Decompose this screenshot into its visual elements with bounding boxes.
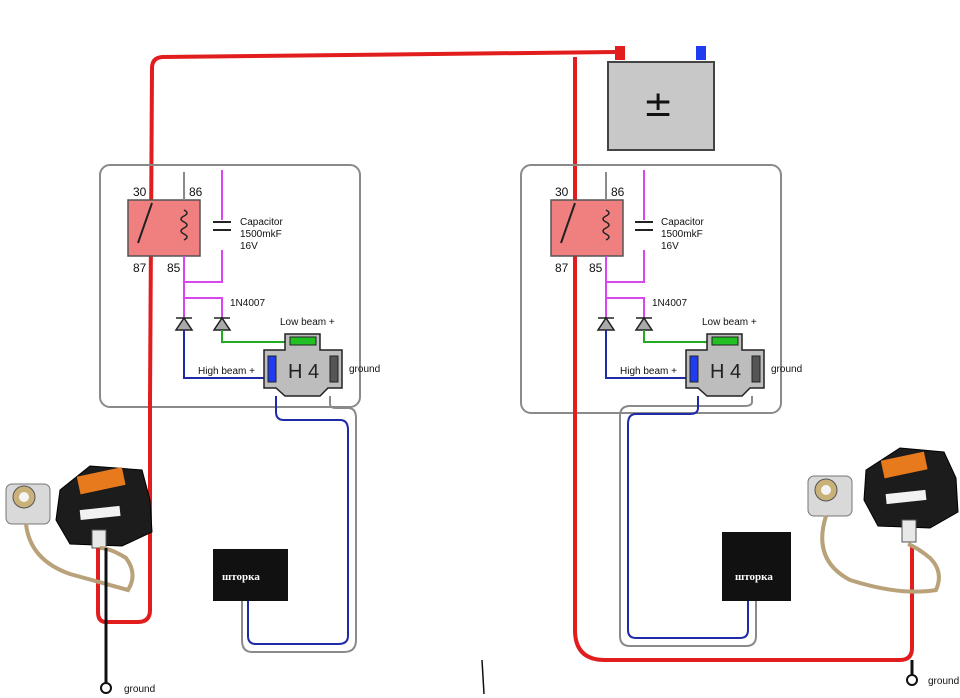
shutter-wire-blue — [627, 396, 749, 639]
ground-pin — [329, 355, 339, 383]
h4-label: H 4 — [288, 361, 319, 383]
shutter-wire-gray — [241, 396, 357, 653]
ground-terminal — [906, 674, 918, 686]
capacitor-name: Capacitor — [240, 217, 283, 228]
battery-positive-terminal — [615, 46, 625, 60]
connector-ground-label: ground — [771, 364, 802, 375]
relay-pin-30: 30 — [555, 185, 569, 199]
circuit-left: 30 86 87 85 Capacitor 1500mkF 16V 1N4007 — [5, 164, 380, 695]
capacitor: Capacitor 1500mkF 16V — [635, 217, 704, 252]
circuit-right: 30 86 87 85 Capacitor 1500mkF 16V 1N4007… — [520, 164, 959, 687]
h4-label: H 4 — [710, 361, 741, 383]
relay-switch — [560, 202, 576, 244]
h4-connector: H 4 — [263, 333, 343, 397]
capacitor-voltage: 16V — [661, 241, 679, 252]
diode-pair: 1N4007 — [174, 298, 265, 331]
coil-wire — [605, 170, 645, 318]
igniter-cable — [820, 515, 941, 594]
diode-part: 1N4007 — [230, 298, 265, 309]
shutter-wire-gray — [619, 396, 757, 647]
shutter-label: шторка — [735, 571, 773, 583]
shutter-label: шторка — [222, 571, 260, 583]
xenon-igniter — [807, 475, 853, 517]
relay-coil — [602, 209, 610, 241]
relay-body — [550, 199, 624, 257]
relay-pin-87: 87 — [555, 261, 569, 275]
relay-switch — [137, 202, 153, 244]
ballast-power-wire — [96, 400, 152, 624]
battery: ± — [607, 46, 715, 151]
h4-connector: H 4 — [685, 333, 765, 397]
relay-pin-86: 86 — [611, 185, 625, 199]
low-beam-pin — [711, 336, 739, 346]
ballast-ground-label: ground — [928, 676, 959, 687]
relay-pin-87: 87 — [133, 261, 147, 275]
shutter-box — [213, 549, 288, 601]
ballast-ground-label: ground — [124, 684, 155, 695]
xenon-ballast — [55, 465, 153, 549]
diode-high — [596, 316, 616, 331]
capacitor-voltage: 16V — [240, 241, 258, 252]
relay-coil — [180, 209, 188, 241]
capacitor-value: 1500mkF — [661, 229, 703, 240]
capacitor-value: 1500mkF — [240, 229, 282, 240]
shutter-box — [722, 532, 791, 601]
battery-body — [607, 61, 715, 151]
xenon-igniter — [5, 483, 51, 525]
ballast-power-wire — [573, 400, 914, 662]
low-beam-label: Low beam + — [702, 317, 757, 328]
ground-terminal — [100, 682, 112, 694]
diode-low — [212, 316, 232, 331]
high-beam-label: High beam + — [198, 366, 255, 377]
diode-pair: 1N4007 — [596, 298, 687, 331]
low-beam-pin — [289, 336, 317, 346]
diode-part: 1N4007 — [652, 298, 687, 309]
igniter-cable — [24, 523, 135, 593]
high-beam-pin — [689, 355, 699, 383]
coil-wire — [183, 170, 223, 318]
ground-pin — [751, 355, 761, 383]
low-beam-wire — [643, 330, 712, 343]
xenon-ballast — [863, 447, 959, 543]
relay-pin-85: 85 — [589, 261, 603, 275]
relay-pin-85: 85 — [167, 261, 181, 275]
relay-module-frame — [99, 164, 361, 408]
low-beam-label: Low beam + — [280, 317, 335, 328]
relay-body — [127, 199, 201, 257]
connector-ground-label: ground — [349, 364, 380, 375]
relay-pin-86: 86 — [189, 185, 203, 199]
diode-high — [174, 316, 194, 331]
shutter-wire-blue — [247, 396, 349, 645]
relay-pin-30: 30 — [133, 185, 147, 199]
positive-feed-wire — [148, 50, 617, 401]
high-beam-pin — [267, 355, 277, 383]
stray-mark — [481, 659, 485, 695]
high-beam-label: High beam + — [620, 366, 677, 377]
battery-negative-terminal — [696, 46, 706, 60]
capacitor-name: Capacitor — [661, 217, 704, 228]
capacitor: Capacitor 1500mkF 16V — [213, 217, 283, 252]
diode-low — [634, 316, 654, 331]
low-beam-wire — [221, 330, 290, 343]
battery-symbol: ± — [643, 84, 673, 125]
